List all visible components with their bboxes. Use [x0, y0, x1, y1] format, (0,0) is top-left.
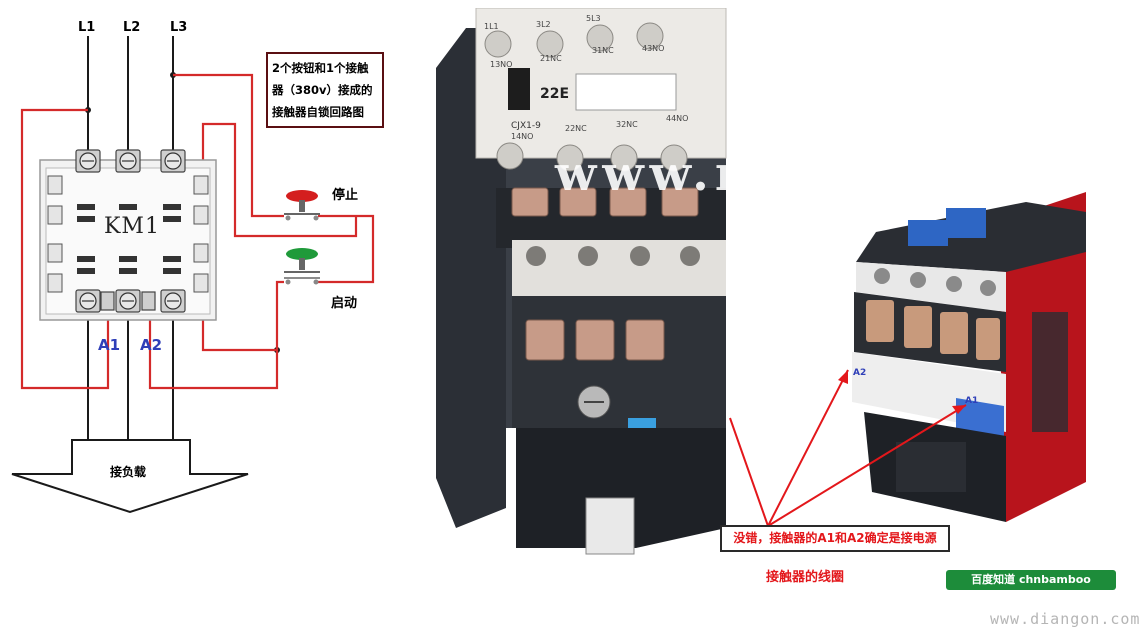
left-mid-terminal-4: 44NO: [666, 114, 689, 123]
photo-watermark: www.n: [555, 146, 756, 202]
stop-button-symbol: [284, 190, 320, 221]
left-mid-terminal-2: 22NC: [565, 124, 587, 133]
contactor-photo-small: [852, 192, 1086, 522]
left-top-terminal-5: 21NC: [540, 54, 562, 63]
left-model-label: CJX1-9: [511, 121, 541, 131]
contactor-label: KM1: [104, 214, 160, 239]
phase-label-l1: L1: [78, 20, 96, 35]
phase-label-l3: L3: [170, 20, 188, 35]
left-top-terminal-6: 31NC: [592, 46, 614, 55]
right-coil-terminal-a1: A1: [965, 396, 979, 406]
title-line-2: 器（380v）接成的: [272, 83, 373, 97]
left-top-terminal-2: 3L2: [536, 20, 551, 29]
left-code-label: 22E: [540, 86, 570, 102]
diagram-title-box: 2个按钮和1个接触 器（380v）接成的 接触器自锁回路图: [266, 52, 384, 128]
left-top-terminal-3: 5L3: [586, 14, 601, 23]
start-button-symbol: [284, 248, 320, 285]
title-line-3: 接触器自锁回路图: [272, 105, 364, 119]
site-watermark: www.diangon.com: [990, 610, 1139, 628]
left-top-terminal-7: 43NO: [642, 44, 665, 53]
brand-badge: 百度知道 chnbamboo: [946, 570, 1116, 590]
contactor-photo-large: [436, 8, 727, 555]
left-top-terminal-1: 1L1: [484, 22, 499, 31]
bottom-screws: [79, 292, 182, 310]
coil-terminal-a2: A2: [140, 336, 163, 354]
left-top-terminal-4: 13NO: [490, 60, 513, 69]
top-screws: [79, 152, 182, 170]
load-label: 接负载: [110, 465, 147, 479]
contact-slots: [77, 204, 181, 274]
coil-note-box: 没错，接触器的A1和A2确定是接电源: [720, 525, 950, 552]
phase-wires: [87, 36, 174, 440]
coil-caption: 接触器的线圈: [766, 570, 845, 585]
phase-label-l2: L2: [123, 20, 141, 35]
stop-label: 停止: [332, 188, 359, 203]
right-coil-terminal-a2: A2: [853, 368, 867, 378]
wiring-diagram: [11, 36, 375, 514]
contactor-km1: [39, 149, 217, 321]
start-label: 启动: [331, 296, 358, 311]
left-mid-terminal-1: 14NO: [511, 132, 534, 141]
left-mid-terminal-3: 32NC: [616, 120, 638, 129]
control-wires: [20, 73, 375, 390]
side-terminals: [47, 175, 209, 293]
coil-terminal-a1: A1: [98, 336, 121, 354]
title-line-1: 2个按钮和1个接触: [272, 61, 369, 75]
load-arrow: [11, 439, 249, 514]
